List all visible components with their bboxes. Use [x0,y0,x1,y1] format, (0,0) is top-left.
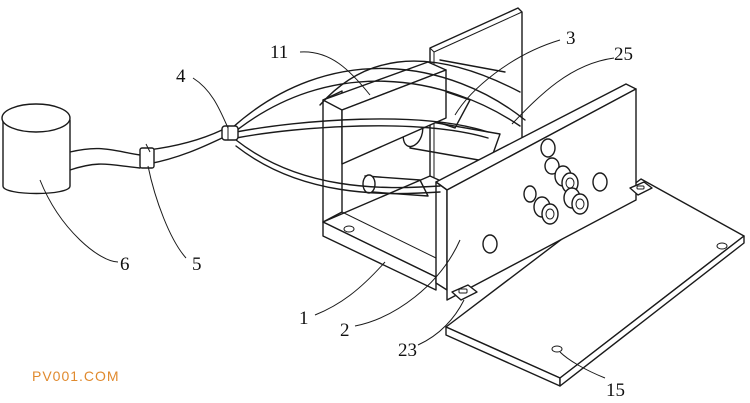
label-3: 3 [566,28,576,49]
inner-panel [322,61,447,165]
label-11: 11 [270,42,288,63]
connector [221,125,239,141]
label-6: 6 [120,254,130,275]
label-25: 25 [614,44,633,65]
watermark: PV001.COM [32,368,120,384]
label-23: 23 [398,340,417,361]
hoses [231,60,526,195]
label-4: 4 [176,66,186,87]
tank [1,103,71,195]
reference-numerals: 11 4 3 25 6 5 1 2 23 15 [120,28,633,401]
pipe [69,129,223,171]
label-1: 1 [299,308,309,329]
base-plate [445,178,745,387]
bracket-rear [629,181,653,196]
bracket-front [451,284,478,301]
leader-lines [39,39,615,379]
label-15: 15 [606,380,625,401]
knob-c [563,187,589,215]
knob-b [533,196,559,225]
label-5: 5 [192,254,202,275]
label-2: 2 [340,320,350,341]
front-plate-knobs [482,138,608,254]
